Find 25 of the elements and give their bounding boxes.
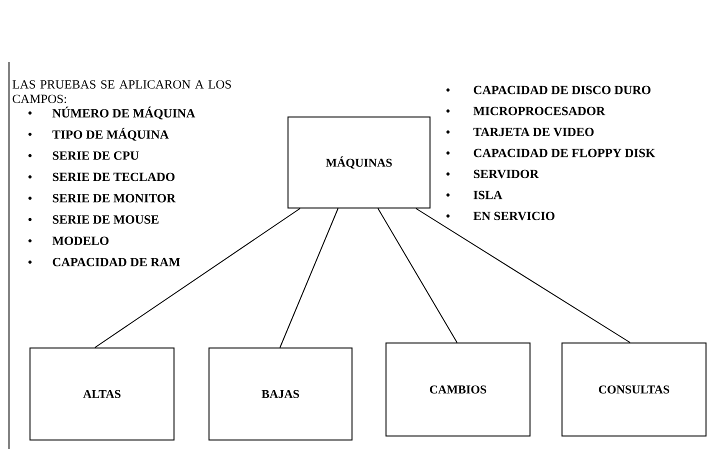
list-item: MODELO: [52, 236, 109, 245]
list-item: EN SERVICIO: [473, 212, 554, 220]
process-box: MÁQUINAS: [288, 116, 430, 208]
connector-line: [94, 208, 300, 348]
list-item: SERIE DE MOUSE: [52, 215, 159, 224]
list-item: SERIE DE MONITOR: [52, 194, 176, 202]
list-item: TARJETA DE VIDEO: [473, 128, 594, 136]
list-item: SERIE DE CPU: [52, 151, 139, 160]
process-box: CAMBIOS: [386, 342, 530, 436]
heading-text: LAS PRUEBAS SE APLICARON A LOS CAMPOS:: [12, 80, 231, 104]
process-box: CONSULTAS: [562, 342, 707, 436]
list-item: CAPACIDAD DE RAM: [52, 258, 180, 266]
list-item: SERVIDOR: [474, 170, 539, 178]
list-item: SERIE DE TECLADO: [52, 172, 175, 182]
process-box: ALTAS: [30, 348, 174, 440]
list-item: MICROPROCESADOR: [473, 106, 606, 116]
process-box: BAJAS: [208, 348, 352, 440]
list-item: CAPACIDAD DE DISCO DURO: [474, 86, 650, 94]
connector-line: [416, 208, 631, 343]
connector-line: [280, 208, 338, 348]
list-item: TIPO DE MÁQUINA: [52, 128, 169, 141]
connector-line: [378, 208, 458, 343]
list-item: NÚMERO DE MÁQUINA: [52, 106, 196, 120]
list-item: CAPACIDAD DE FLOPPY DISK: [474, 148, 656, 158]
list-item: ISLA: [474, 190, 502, 200]
